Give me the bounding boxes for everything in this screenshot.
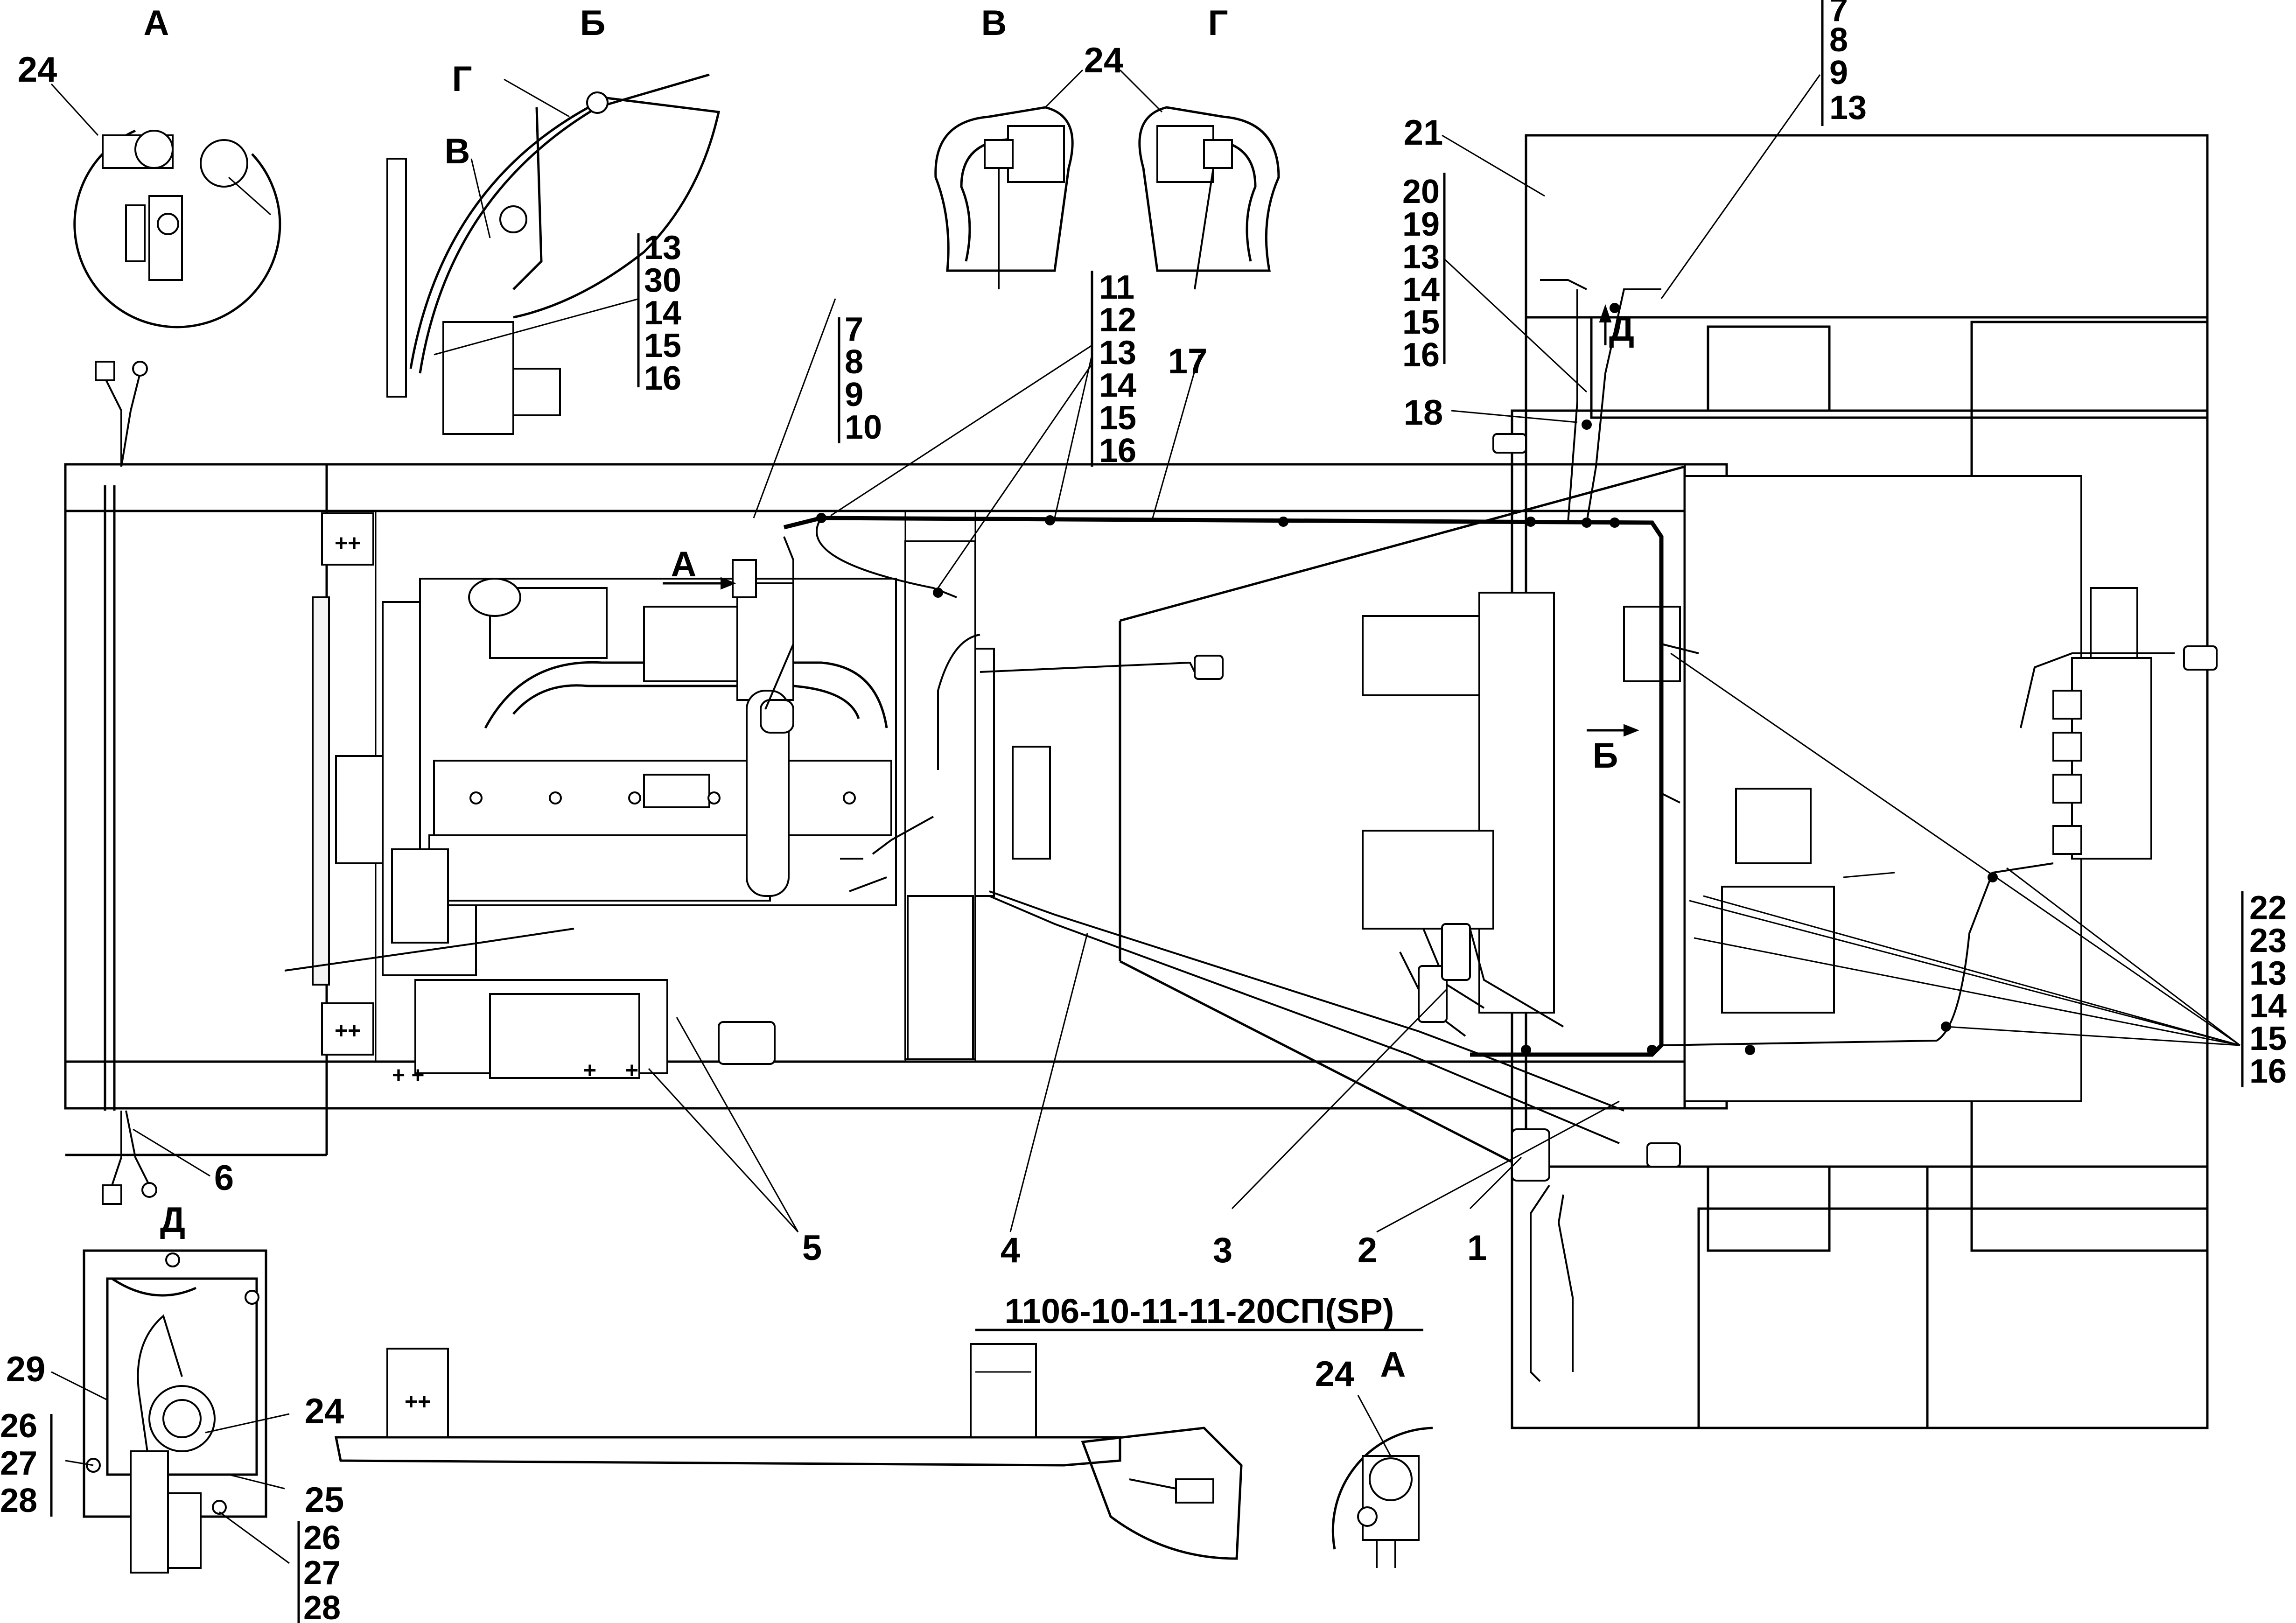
stack-center-top-1: 11	[1099, 269, 1134, 306]
stack-right-side-1: 22	[2249, 889, 2287, 927]
stack-view-d-left-2: 27	[0, 1445, 37, 1482]
stack-center-top-6: 16	[1099, 432, 1136, 469]
stack-view-d-left-3: 28	[0, 1482, 37, 1519]
stack-view-b-5: 16	[644, 360, 681, 397]
stack-upper-right-4: 13	[1829, 89, 1867, 126]
stack-upper-right: 7 8 9 13	[1829, 0, 1867, 126]
callout-4: 4	[1001, 1231, 1020, 1270]
callout-25: 25	[305, 1480, 344, 1520]
stack-view-d-bottom-3: 28	[303, 1589, 341, 1623]
stack-right-mid-1: 20	[1402, 173, 1440, 210]
view-letter-d: Д	[160, 1200, 185, 1240]
ground-terminals	[95, 361, 157, 1205]
stack-right-side-4: 14	[2249, 987, 2287, 1025]
connectors	[732, 303, 2218, 1182]
stack-view-d-bottom-1: 26	[303, 1519, 341, 1557]
stack-engine-top: 7 8 9 10	[845, 311, 882, 446]
callout-24-view-d: 24	[305, 1392, 344, 1431]
callout-2: 2	[1358, 1231, 1377, 1270]
stack-right-side-2: 23	[2249, 922, 2287, 959]
detail-view-v	[934, 69, 1084, 289]
detail-view-a	[50, 83, 281, 329]
stack-right-side-6: 16	[2249, 1053, 2287, 1090]
callout-21: 21	[1404, 113, 1443, 153]
stack-engine-top-3: 9	[845, 376, 863, 413]
callout-1: 1	[1467, 1228, 1487, 1268]
valve-block	[2052, 657, 2152, 860]
stack-view-d-bottom-2: 27	[303, 1554, 341, 1592]
stack-right-mid-5: 15	[1402, 304, 1440, 341]
stack-upper-right-3: 9	[1829, 54, 1848, 91]
callout-29: 29	[6, 1350, 46, 1389]
detail-view-b	[386, 73, 721, 435]
stack-center-top-2: 12	[1099, 301, 1136, 339]
stack-view-d-bottom: 26 27 28	[303, 1519, 341, 1623]
stack-view-b-1: 13	[644, 229, 681, 266]
stack-upper-right-1: 7	[1829, 0, 1848, 28]
stack-center-top-4: 14	[1099, 367, 1136, 404]
stack-right-mid-3: 13	[1402, 238, 1440, 276]
stack-upper-right-2: 8	[1829, 21, 1848, 59]
callout-24-view-a: 24	[18, 50, 57, 90]
plate-mark-battery-2: +	[583, 1058, 596, 1083]
stack-view-b-3: 14	[644, 294, 681, 332]
stack-right-mid-6: 16	[1402, 336, 1440, 374]
stack-engine-top-2: 8	[845, 343, 863, 381]
callout-17: 17	[1168, 342, 1208, 381]
stack-view-d-left-1: 26	[0, 1407, 37, 1445]
stack-right-side-5: 15	[2249, 1020, 2287, 1057]
battery-plate-bottom: ++	[321, 1002, 374, 1056]
view-arrows	[663, 304, 1639, 737]
lower-frame-detail: ++	[334, 1343, 1243, 1560]
battery-box: + + + +	[392, 979, 776, 1088]
view-letter-b: Б	[580, 3, 606, 43]
detail-view-d	[51, 1249, 290, 1574]
stack-right-mid-2: 19	[1402, 206, 1440, 243]
leader-lines	[133, 74, 2240, 1233]
view-mark-v-in-b: В	[445, 132, 470, 171]
stack-right-side: 22 23 13 14 15 16	[2249, 889, 2287, 1090]
stack-view-d-left: 26 27 28	[0, 1407, 37, 1519]
callout-24-views-vg: 24	[1084, 41, 1124, 80]
view-mark-g-in-b: Г	[452, 59, 472, 99]
stack-right-side-3: 13	[2249, 955, 2287, 992]
view-letter-v: В	[981, 3, 1007, 43]
engine	[335, 578, 1051, 976]
stack-center-top: 11 12 13 14 15 16	[1099, 269, 1136, 469]
radiator	[312, 596, 330, 986]
detail-view-g	[1119, 69, 1280, 290]
labels: А Б В Г Д А А Б Д Г В 24 24 24 24 21 17 …	[6, 3, 1634, 1520]
view-mark-b: Б	[1593, 736, 1618, 776]
stack-view-b-4: 15	[644, 327, 681, 364]
view-letter-g: Г	[1208, 3, 1228, 43]
lower-detail-view-a	[1331, 1395, 1433, 1568]
callout-3: 3	[1213, 1231, 1232, 1270]
plate-mark-bottom: ++	[335, 1019, 361, 1043]
callout-6: 6	[214, 1158, 234, 1198]
stack-engine-top-1: 7	[845, 311, 863, 348]
transmission	[1362, 475, 2138, 1102]
view-mark-a: А	[671, 545, 697, 584]
stack-view-b-2: 30	[644, 262, 681, 299]
plate-mark-battery-1: + +	[392, 1063, 424, 1088]
stack-view-b: 13 30 14 15 16	[644, 229, 681, 397]
view-letter-a: А	[144, 3, 169, 43]
stack-right-mid: 20 19 13 14 15 16	[1402, 173, 1440, 374]
callout-24-lower: 24	[1315, 1354, 1355, 1394]
stack-center-top-3: 13	[1099, 334, 1136, 371]
plate-mark-top: ++	[335, 531, 361, 556]
view-letter-a-lower: А	[1380, 1345, 1406, 1385]
stack-right-mid-4: 14	[1402, 271, 1440, 308]
callout-18: 18	[1404, 393, 1443, 433]
stack-engine-top-4: 10	[845, 409, 882, 446]
plate-mark-battery-3: +	[625, 1058, 638, 1083]
stack-center-top-5: 15	[1099, 399, 1136, 437]
plate-mark-lower-frame: ++	[405, 1390, 431, 1414]
battery-plate-top: ++	[321, 512, 374, 566]
view-mark-d: Д	[1609, 309, 1634, 349]
stack-bars	[50, 0, 2244, 1623]
drawing-designation: 1106-10-11-11-20СП(SP)	[1005, 1292, 1394, 1330]
callout-5: 5	[802, 1228, 822, 1268]
